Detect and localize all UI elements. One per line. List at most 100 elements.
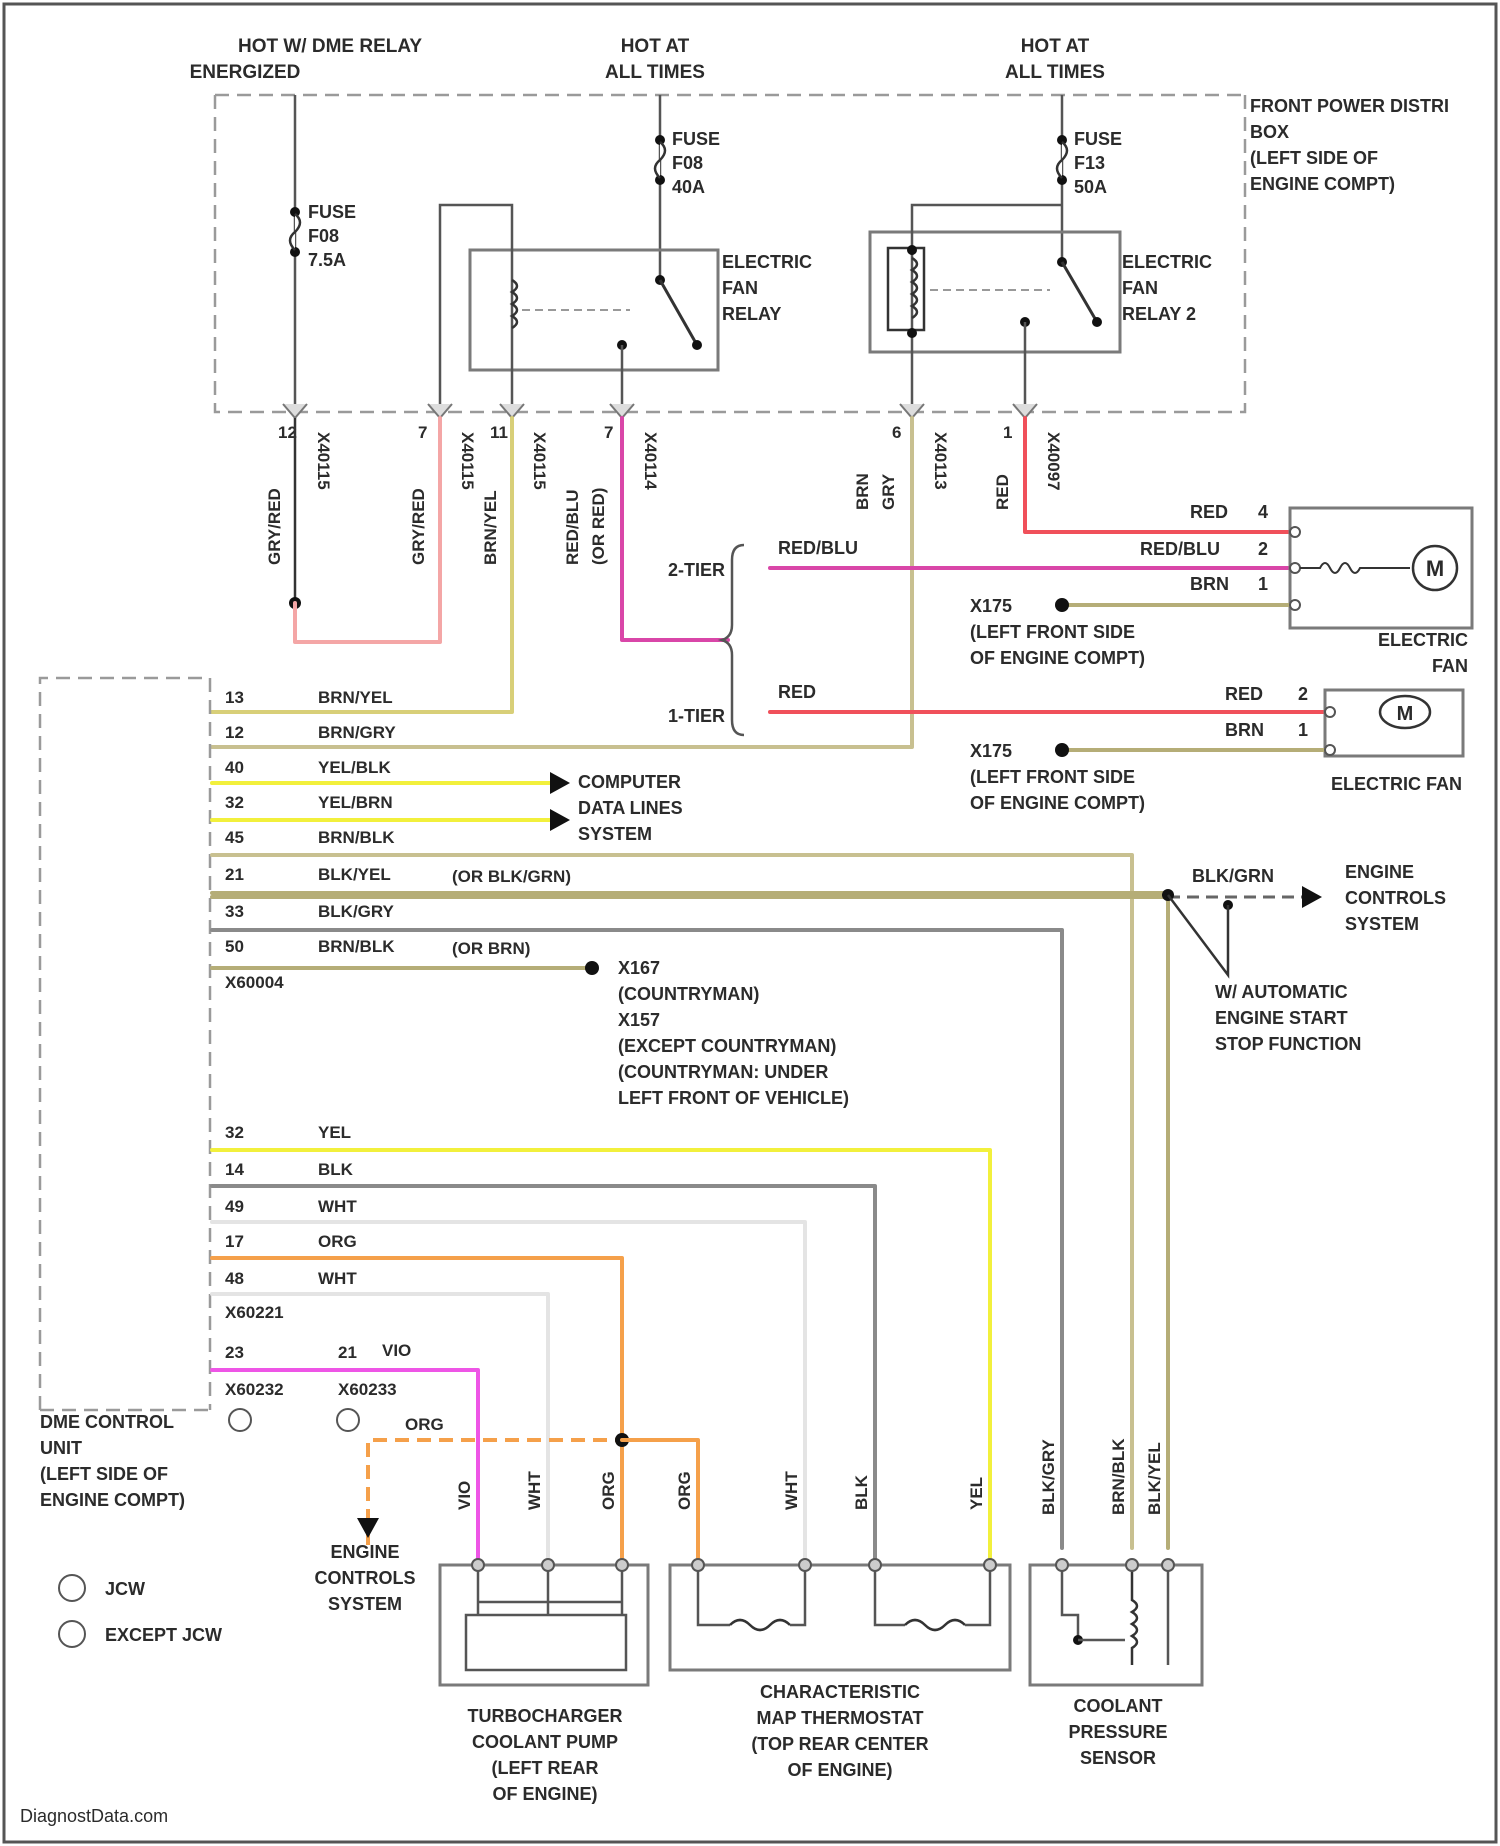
blk-grn-label: BLK/GRN [1192, 866, 1274, 886]
ecu2-pin-48: 48 [225, 1269, 244, 1288]
relay2-contact-node [1092, 317, 1102, 327]
ecu-ground-ref: X60004 [225, 973, 284, 992]
thermostat-label-4: OF ENGINE) [787, 1760, 892, 1780]
watermark: DiagnostData.com [20, 1806, 168, 1826]
data-lines-label-3: SYSTEM [578, 824, 652, 844]
ground-g1-label-1: X175 [970, 596, 1012, 616]
fuse-f3-label-1: FUSE [1074, 129, 1122, 149]
conn-id-x5: X40113 [931, 432, 950, 490]
fan1-label-2: FAN [1432, 656, 1468, 676]
ecu2-pin-14: 14 [225, 1160, 244, 1179]
pin21-label: 21 [338, 1343, 357, 1362]
motor-glyph: M [1426, 556, 1444, 581]
relay2-node [907, 245, 917, 255]
ground-g1-dot [1055, 598, 1069, 612]
thermostat-label-2: MAP THERMOSTAT [757, 1708, 924, 1728]
coolant-pressure-sensor-box [1030, 1565, 1202, 1685]
x60232-label: X60232 [225, 1380, 284, 1399]
ground-g2-label-3: OF ENGINE COMPT) [970, 793, 1145, 813]
data-lines-label-1: COMPUTER [578, 772, 681, 792]
fan1-label-1: ELECTRIC [1378, 630, 1468, 650]
ecu2-color-49: WHT [318, 1197, 357, 1216]
option-symbols [229, 1409, 359, 1431]
ecu2-color-14: BLK [318, 1160, 354, 1179]
fuse-f3-label-2: F13 [1074, 153, 1105, 173]
engine-ctrl-left-1: ENGINE [330, 1542, 399, 1562]
sensor-wire-a [1062, 1568, 1078, 1640]
data-lines-label-2: DATA LINES [578, 798, 683, 818]
pump-label-4: OF ENGINE) [492, 1784, 597, 1804]
fan1-winding [1300, 563, 1410, 573]
thermostat-label-3: (TOP REAR CENTER [751, 1734, 928, 1754]
relay1-contact-node [692, 340, 702, 350]
fuse-f2-label-1: FUSE [672, 129, 720, 149]
ground-note-5: (COUNTRYMAN: UNDER [618, 1062, 828, 1082]
turbo-coolant-pump-box [440, 1565, 648, 1685]
red-label: RED [778, 682, 816, 702]
wire-label-v1: GRY/RED [265, 488, 284, 565]
motor-2-glyph: M [1397, 703, 1414, 725]
relay2-coil-frame [888, 248, 924, 330]
pump-label-1: TURBOCHARGER [468, 1706, 623, 1726]
conn-id-x6: X40097 [1044, 432, 1063, 491]
wht-wire-1 [212, 1222, 805, 1560]
engine-ctrl-left-2: CONTROLS [315, 1568, 416, 1588]
pin-c4: 7 [604, 423, 613, 442]
fuse-f2-label-2: F08 [672, 153, 703, 173]
tier-1-label: 1-TIER [668, 706, 725, 726]
ecu-pin-50: 50 [225, 937, 244, 956]
ground-g1-label-2: (LEFT FRONT SIDE [970, 622, 1135, 642]
bottom-label-p8: BLK/GRY [1039, 1438, 1058, 1515]
ecu2-color-32: YEL [318, 1123, 351, 1142]
fan2-wire1: BRN [1225, 720, 1264, 740]
hot-at-label-1: HOT AT [621, 36, 690, 57]
tier-2-label: 2-TIER [668, 560, 725, 580]
fan2-label: ELECTRIC FAN [1331, 774, 1462, 794]
pump-internal-wires [478, 1568, 622, 1615]
pump-label-3: (LEFT REAR [492, 1758, 599, 1778]
ground-g1-label-3: OF ENGINE COMPT) [970, 648, 1145, 668]
vio-label: VIO [382, 1341, 411, 1360]
bottom-label-p3: ORG [599, 1471, 618, 1510]
thermostat-wire-d [965, 1568, 990, 1625]
hot-at-label-2: ALL TIMES [605, 62, 705, 83]
engine-ctrl-right-1: ENGINE [1345, 862, 1414, 882]
wire-label-v4b: (OR RED) [589, 488, 608, 565]
wire-label-v5b: GRY [879, 473, 898, 510]
pin-c3: 11 [490, 423, 508, 442]
bottom-label-p9: BRN/BLK [1109, 1438, 1128, 1515]
pin-c5: 6 [892, 423, 901, 442]
fan1-pin1: 1 [1258, 574, 1268, 594]
engine-ctrl-right-2: CONTROLS [1345, 888, 1446, 908]
red-wire-relay2 [1025, 418, 1290, 532]
ecu2-pin-32: 32 [225, 1123, 244, 1142]
wire-label-v6: RED [993, 474, 1012, 510]
ecu-color-33: BLK/GRY [318, 902, 395, 921]
data-arrow-1 [550, 772, 570, 794]
ground-x167-dot [585, 961, 599, 975]
conn-id-x4: X40114 [641, 432, 660, 490]
fan1-pin2: 2 [1258, 539, 1268, 559]
red-blu-label: RED/BLU [778, 538, 858, 558]
ecu-color-40: YEL/BLK [318, 758, 391, 777]
ecu2-color-48: WHT [318, 1269, 357, 1288]
ecu-pin-32: 32 [225, 793, 244, 812]
fan1-pin4: 4 [1258, 502, 1268, 522]
dme-relay-label-2: ENERGIZED [190, 62, 301, 83]
power-box-label-4: ENGINE COMPT) [1250, 174, 1395, 194]
ecu-pin-45: 45 [225, 828, 244, 847]
bottom-label-p6: BLK [852, 1474, 871, 1510]
relay1-label-1: ELECTRIC [722, 252, 812, 272]
hot-at2-label-1: HOT AT [1021, 36, 1090, 57]
sensor-resistor-icon [1132, 1568, 1137, 1665]
auto-start-label-1: W/ AUTOMATIC [1215, 982, 1348, 1002]
relay2-label-1: ELECTRIC [1122, 252, 1212, 272]
dme-unit-outline [40, 678, 210, 1410]
bottom-label-p1: VIO [455, 1481, 474, 1510]
ecu-pin-33: 33 [225, 902, 244, 921]
pin-c6: 1 [1003, 423, 1012, 442]
ecu-pin-12: 12 [225, 723, 244, 742]
ecu-pin-21: 21 [225, 865, 244, 884]
fan2-wire2: RED [1225, 684, 1263, 704]
